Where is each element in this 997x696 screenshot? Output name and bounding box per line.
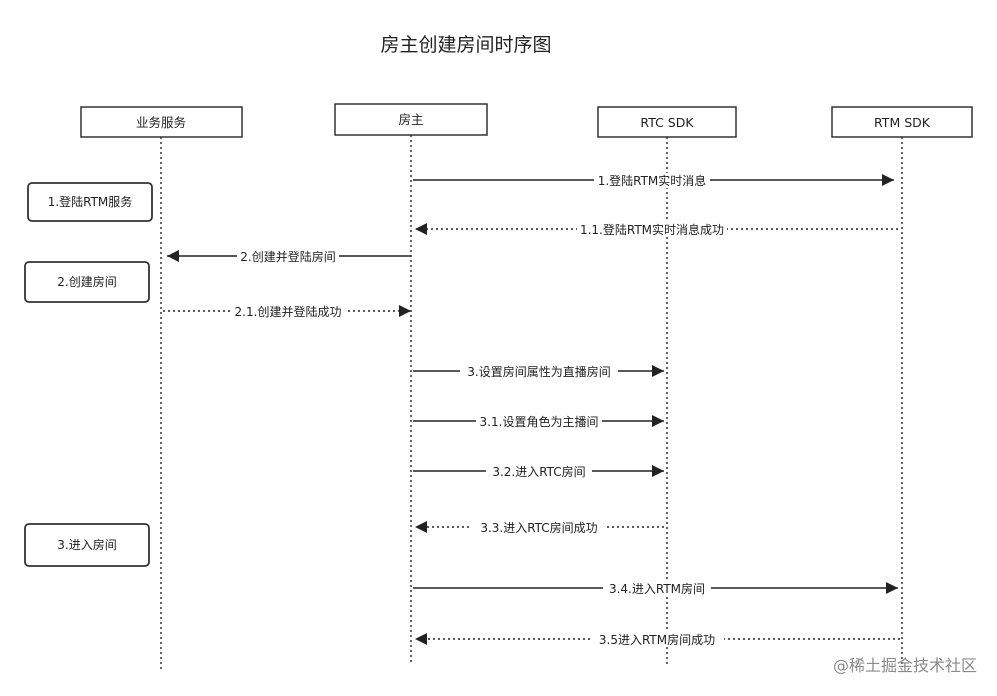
note-login-rtm: 1.登陆RTM服务 [27, 182, 153, 222]
participant-rtc: RTC SDK [597, 106, 737, 138]
message-create-login-room-label: 2.创建并登陆房间 [240, 249, 335, 264]
message-login-rtm-success: 1.1.登陆RTM实时消息成功 [415, 222, 898, 237]
message-set-room-attr-label: 3.设置房间属性为直播房间 [467, 364, 610, 379]
message-login-rtm: 1.登陆RTM实时消息 [413, 173, 894, 188]
participant-biz-label: 业务服务 [136, 115, 186, 130]
message-set-role-label: 3.1.设置角色为主播间 [480, 415, 599, 429]
message-create-login-success: 2.1.创建并登陆成功 [163, 304, 411, 319]
message-login-rtm-success-label: 1.1.登陆RTM实时消息成功 [580, 222, 724, 237]
watermark: @稀土掘金技术社区 [833, 656, 977, 675]
message-login-rtm-label: 1.登陆RTM实时消息 [598, 173, 707, 188]
message-enter-rtc-room-success: 3.3.进入RTC房间成功 [415, 520, 664, 535]
participant-rtm-label: RTM SDK [874, 115, 931, 130]
message-create-login-success-label: 2.1.创建并登陆成功 [235, 304, 342, 319]
note-login-rtm-label: 1.登陆RTM服务 [48, 194, 133, 209]
note-enter-room-label: 3.进入房间 [57, 537, 116, 552]
message-set-room-attr: 3.设置房间属性为直播房间 [413, 364, 664, 379]
message-set-role: 3.1.设置角色为主播间 [413, 414, 664, 429]
message-enter-rtm-room: 3.4.进入RTM房间 [413, 581, 898, 596]
participant-host: 房主 [334, 103, 488, 136]
participant-biz: 业务服务 [80, 106, 243, 138]
participant-rtm: RTM SDK [831, 106, 973, 138]
diagram-title: 房主创建房间时序图 [380, 34, 551, 56]
note-create-room: 2.创建房间 [24, 261, 150, 303]
message-enter-rtc-room-success-label: 3.3.进入RTC房间成功 [480, 520, 597, 535]
participant-host-label: 房主 [398, 112, 423, 127]
message-enter-rtm-room-success: 3.5进入RTM房间成功 [415, 632, 900, 647]
lifelines [160, 135, 903, 672]
note-create-room-label: 2.创建房间 [57, 274, 116, 289]
message-enter-rtm-room-label: 3.4.进入RTM房间 [609, 581, 705, 596]
note-enter-room: 3.进入房间 [24, 523, 150, 567]
message-enter-rtc-room: 3.2.进入RTC房间 [413, 464, 664, 479]
message-create-login-room: 2.创建并登陆房间 [167, 249, 411, 264]
participant-rtc-label: RTC SDK [640, 115, 694, 130]
message-enter-rtm-room-success-label: 3.5进入RTM房间成功 [599, 632, 715, 647]
message-enter-rtc-room-label: 3.2.进入RTC房间 [492, 464, 585, 479]
